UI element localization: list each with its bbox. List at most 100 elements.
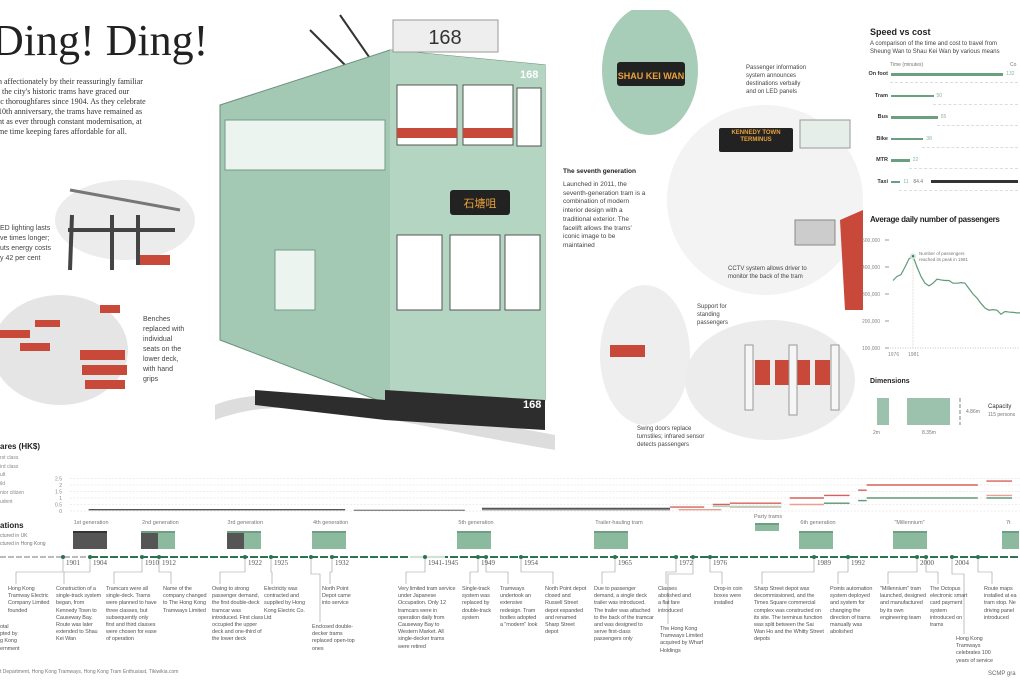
timeline-event: Sharp Street depot was decommissioned, a…: [754, 586, 824, 643]
caption-line: uts energy costs: [0, 245, 51, 252]
timeline-dot: [423, 555, 427, 559]
generation-label: 4th generation: [313, 520, 349, 526]
timeline-connector: [158, 559, 172, 584]
timeline-event: Tramways undertook an extensive redesign…: [500, 586, 538, 629]
timeline-event: Hong Kong Tramways celebrates 100 years …: [956, 636, 993, 664]
fragment-line: otal: [0, 624, 9, 630]
time-bar: [891, 94, 934, 97]
timeline-event: Enclosed double-decker trams replaced op…: [312, 624, 355, 652]
tram-number-sign: 168: [428, 27, 461, 49]
timeline-dot: [915, 555, 919, 559]
tram-icon: [72, 531, 107, 549]
mode-label: On foot: [868, 71, 888, 77]
height-label: 4.86m: [966, 409, 980, 415]
timeline-dot: [950, 555, 954, 559]
timeline-event: Points automation system deployed and sy…: [830, 586, 873, 636]
timeline-connector: [113, 559, 143, 584]
mode-label: Bike: [876, 135, 888, 142]
fare-legend-item: ult: [0, 472, 6, 479]
tram-illustration: 168 168 石塘咀 168: [215, 14, 555, 450]
timeline-year: 1972: [679, 559, 693, 567]
timeline-year: 1992: [851, 559, 865, 567]
timeline-dot: [140, 555, 144, 559]
time-value: 11: [903, 178, 909, 185]
timeline-event: Hong Kong Tramway Electric Company Limit…: [8, 586, 50, 614]
timeline-connector: [15, 559, 64, 584]
timeline-event: Single-track system was replaced by doub…: [462, 586, 492, 621]
timeline-dot: [484, 555, 488, 559]
timeline-event: Construction of a single-track system be…: [56, 586, 102, 643]
caption-line: ve times longer;: [0, 235, 50, 242]
mode-label: Bus: [877, 114, 888, 120]
time-bar: [891, 137, 924, 140]
intro-line: , the city's historic trams have graced …: [0, 87, 130, 96]
timeline-connector: [601, 559, 616, 584]
timeline-dot: [812, 555, 816, 559]
timeline-dot: [613, 555, 617, 559]
row-divider: [922, 146, 1018, 148]
timeline-year: 2000: [920, 559, 934, 567]
timeline-year: 1910: [145, 559, 159, 567]
legend-hk: ctured in Hong Kong: [0, 541, 46, 547]
page-title: Ding! Ding!: [0, 16, 209, 65]
timeline-event: Classes abolished and a flat fare introd…: [658, 586, 691, 614]
fare-legend-item: rst class: [0, 455, 19, 461]
timeline-connector: [219, 559, 246, 584]
timeline-connector: [925, 559, 939, 584]
passenger-line: [892, 255, 1020, 316]
left-fragment: otal pted by g Kong ernment: [0, 624, 30, 653]
timeline-connector: [485, 559, 509, 584]
timeline-connector: [709, 559, 723, 584]
time-value: 22: [912, 157, 919, 163]
fare-tick-label: 0.5: [55, 503, 62, 509]
generation-label: 1st generation: [73, 520, 109, 526]
timeline-dot: [924, 555, 928, 559]
generation-label: 6th generation: [800, 520, 836, 526]
timeline-dot: [269, 555, 273, 559]
timeline-year: 1954: [524, 559, 538, 567]
fare-tick-label: 0: [59, 509, 62, 515]
fare-legend-item: ild: [0, 481, 6, 488]
x-tick-label: 1981: [908, 352, 919, 358]
time-value: 50: [936, 92, 943, 99]
fragment-line: pted by: [0, 631, 18, 638]
timeline-connector: [405, 559, 426, 584]
intro-line: me time keeping fares affordable for all…: [0, 127, 127, 136]
row-divider: [932, 103, 1018, 105]
timeline-year: 1901: [66, 559, 80, 567]
destination-sign: 石塘咀: [464, 196, 497, 210]
timeline-connector: [887, 559, 918, 584]
timeline-event: North Point Depot came into service: [322, 586, 351, 607]
time-bar: [891, 116, 938, 119]
fare-tick-label: 2.5: [55, 477, 62, 483]
capacity-label: Capacity: [988, 404, 1011, 410]
timeline-connector: [329, 559, 333, 584]
fare-legend-item: ird class: [0, 463, 19, 470]
timeline-dot: [88, 555, 92, 559]
dimensions-diagram: 2m 8.35m 4.86m Capacity 115 persons: [873, 398, 1016, 436]
cab-sign: KENNEDY TOWN TERMINUS: [731, 130, 781, 143]
timeline-dot: [708, 555, 712, 559]
swing-doors-caption: Swing doors replace turnstiles; infrared…: [637, 426, 705, 448]
generation-label: 5th generation: [458, 520, 494, 526]
peak-dot: [911, 255, 915, 258]
seventh-generation-title: The seventh generation: [563, 168, 636, 175]
row-divider: [899, 189, 1018, 191]
tram-icon: [226, 531, 261, 549]
timeline-connector: [665, 559, 677, 584]
timeline-dot: [519, 555, 523, 559]
timeline-year: 1949: [481, 559, 495, 567]
timeline-year: 1925: [274, 559, 288, 567]
cab-illustration: SHAU KEI WAN: [600, 10, 863, 440]
y-tick-label: 200,000: [862, 319, 880, 325]
timeline-dot: [309, 555, 313, 559]
timeline-dot: [674, 555, 678, 559]
timeline-year: 1904: [93, 559, 107, 567]
passenger-chart-title: Average daily number of passengers: [870, 215, 1000, 224]
speed-cost-subtitle: A comparison of the time and cost to tra…: [870, 41, 1000, 55]
timeline-connector: [63, 559, 91, 584]
fare-tick-label: 1: [59, 496, 62, 502]
generation-label: 7t: [1006, 520, 1011, 526]
